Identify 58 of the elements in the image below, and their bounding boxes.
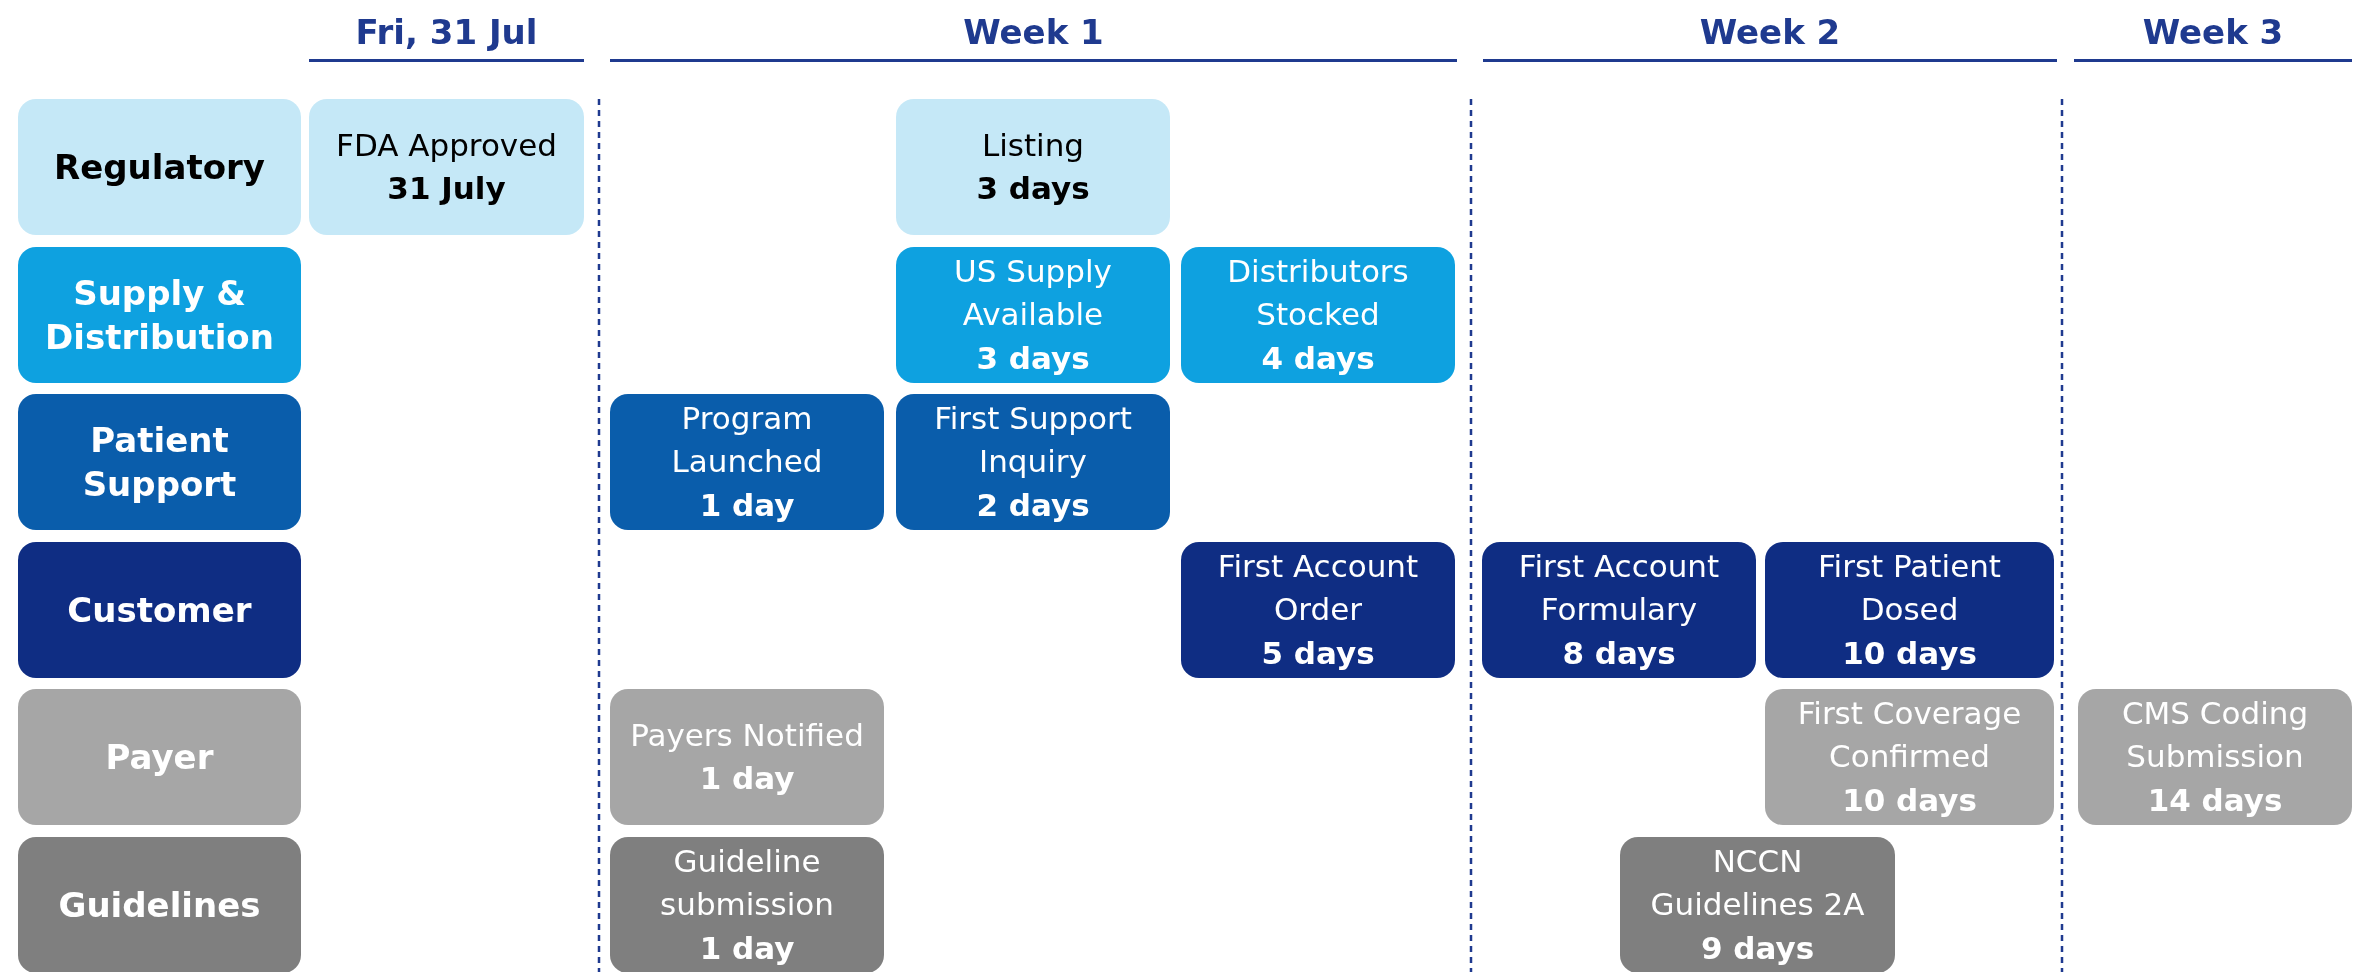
milestone-text: CMS Coding Submission xyxy=(2120,693,2310,777)
milestone-box xyxy=(896,394,1170,530)
duration-text: 10 days xyxy=(1842,780,1977,820)
milestone-text: First Account Formulary xyxy=(1517,546,1721,630)
duration-text: 1 day xyxy=(699,485,795,525)
row-label: Guidelines xyxy=(58,883,261,927)
duration-text: 3 days xyxy=(976,169,1090,208)
duration-text: 14 days xyxy=(2147,780,2283,820)
row-label-box xyxy=(18,837,301,972)
milestone-box xyxy=(2078,689,2352,825)
milestone-text: Program Launched xyxy=(670,398,824,482)
milestone-text: First Account Order xyxy=(1216,546,1420,630)
duration-text: 2 days xyxy=(976,485,1090,525)
milestone-box xyxy=(896,99,1170,235)
duration-text: 5 days xyxy=(1261,633,1375,673)
duration-text: 8 days xyxy=(1562,633,1676,673)
milestone-box xyxy=(1765,689,2054,825)
milestone-box xyxy=(610,837,884,972)
milestone-box xyxy=(610,394,884,530)
milestone-box xyxy=(1482,542,1756,678)
milestone-box xyxy=(1181,247,1455,383)
row-label: Supply & Distribution xyxy=(44,271,275,359)
row-label-box xyxy=(18,394,301,530)
row-label-box xyxy=(18,99,301,235)
milestone-box xyxy=(309,99,584,235)
duration-text: 3 days xyxy=(976,338,1090,378)
milestone-box xyxy=(610,689,884,825)
column-header: Week 3 xyxy=(2141,12,2285,52)
row-label: Customer xyxy=(67,588,252,632)
duration-text: 1 day xyxy=(699,759,795,798)
milestone-box xyxy=(896,247,1170,383)
duration-text: 31 July xyxy=(387,169,506,208)
row-label-box xyxy=(18,542,301,678)
milestone-text: Distributors Stocked xyxy=(1226,251,1410,335)
duration-text: 1 day xyxy=(699,928,795,968)
milestone-text: Guideline submission xyxy=(659,841,835,925)
milestone-text: NCCN Guidelines 2A xyxy=(1649,841,1866,925)
milestone-text: First Support Inquiry xyxy=(933,398,1133,482)
row-label-box xyxy=(18,247,301,383)
column-header: Week 2 xyxy=(1698,12,1842,52)
duration-text: 10 days xyxy=(1842,633,1977,673)
column-header: Fri, 31 Jul xyxy=(354,12,539,52)
milestone-text: Listing xyxy=(981,125,1085,165)
row-label: Regulatory xyxy=(54,145,265,189)
column-header: Week 1 xyxy=(962,12,1105,52)
milestone-box xyxy=(1620,837,1895,972)
duration-text: 4 days xyxy=(1261,338,1375,378)
duration-text: 9 days xyxy=(1700,928,1815,968)
milestone-text: First Coverage Confirmed xyxy=(1796,693,2023,777)
milestone-text: FDA Approved xyxy=(336,125,557,165)
milestone-text: US Supply Available xyxy=(953,251,1113,335)
milestone-text: Payers Notified xyxy=(630,715,864,755)
row-label: Payer xyxy=(105,735,214,779)
row-label-box xyxy=(18,689,301,825)
row-label: Patient Support xyxy=(81,418,238,506)
milestone-text: First Patient Dosed xyxy=(1816,546,2002,630)
milestone-box xyxy=(1765,542,2054,678)
milestone-box xyxy=(1181,542,1455,678)
